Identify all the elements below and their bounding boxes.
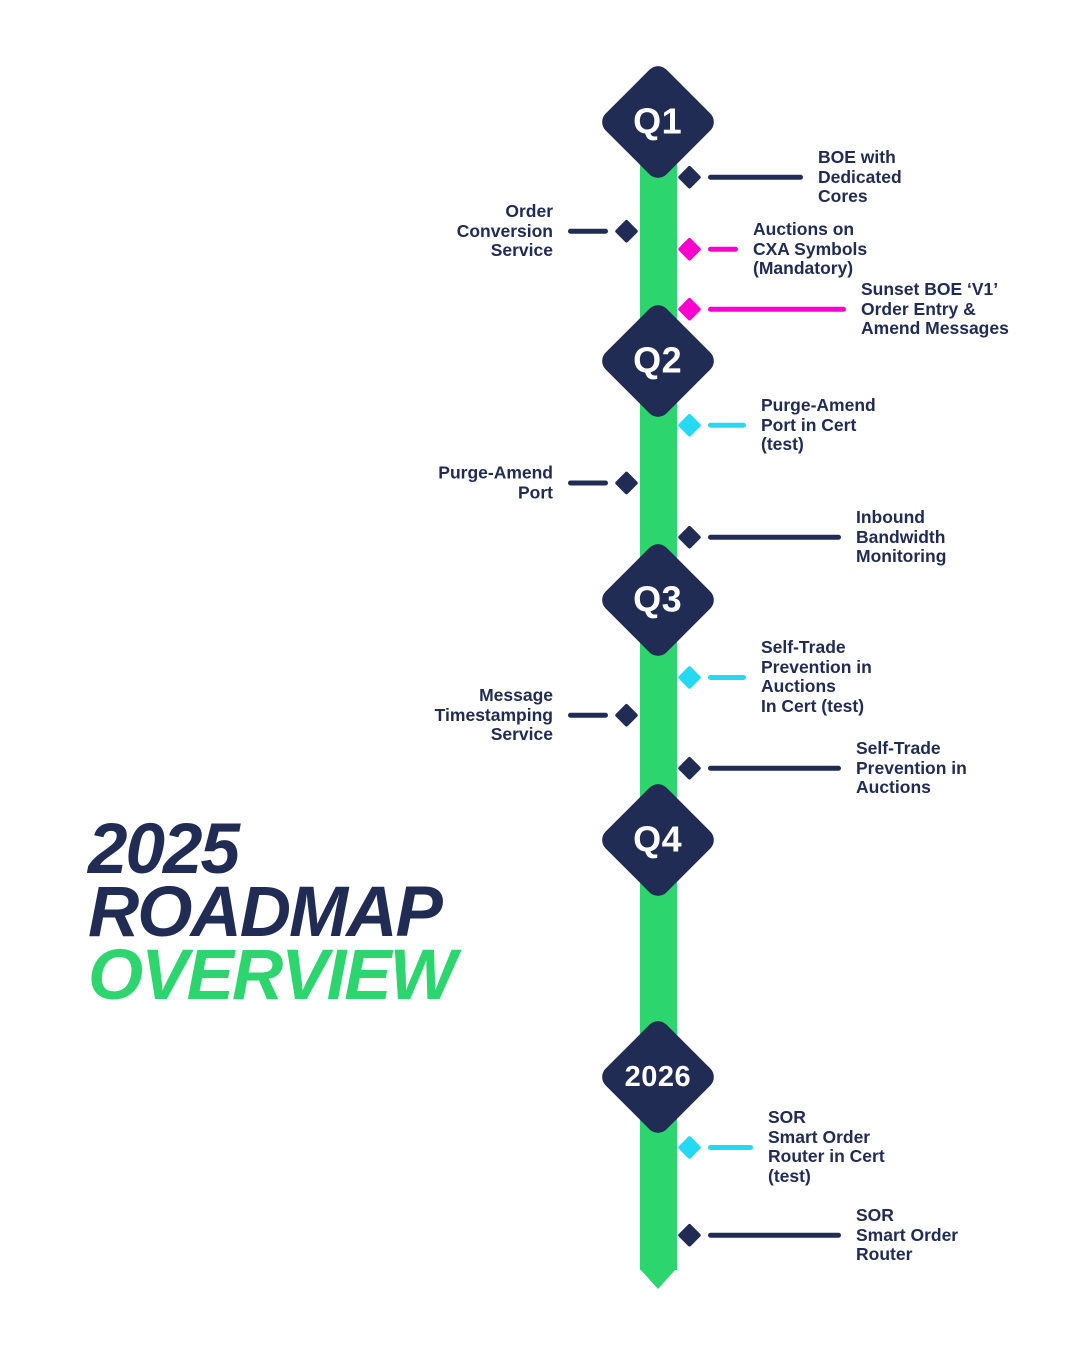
milestone-connector-line [708, 674, 746, 680]
milestone: Inbound Bandwidth Monitoring [677, 506, 947, 567]
milestone-connector-line [708, 306, 846, 312]
milestone: Self-Trade Prevention in Auctions In Cer… [677, 637, 872, 716]
milestone: Self-Trade Prevention in Auctions [677, 737, 967, 798]
milestone: Purge-Amend Port in Cert (test) [677, 394, 876, 455]
milestone-label: Purge-Amend Port in Cert (test) [761, 394, 876, 454]
page-title: 2025 ROADMAP OVERVIEW [88, 810, 457, 1015]
milestone: Message Timestamping Service [434, 684, 639, 745]
timeline-arrow-tip [640, 1269, 676, 1289]
milestone: Sunset BOE ‘V1’ Order Entry & Amend Mess… [677, 278, 1009, 339]
milestone-connector-line [708, 422, 746, 428]
milestone-label: BOE with Dedicated Cores [818, 146, 902, 206]
milestone: SOR Smart Order Router [677, 1204, 959, 1265]
quarter-marker: Q4 [597, 779, 719, 901]
milestone-label: Inbound Bandwidth Monitoring [856, 506, 947, 566]
milestone-connector-line [708, 246, 738, 252]
milestone-diamond-icon [677, 664, 702, 690]
milestone-label: SOR Smart Order Router [856, 1204, 959, 1264]
quarter-label: 2026 [624, 1060, 692, 1093]
milestone-connector-line [708, 1232, 841, 1238]
milestone: Order Conversion Service [456, 200, 639, 261]
milestone-diamond-icon [677, 755, 702, 781]
quarter-label: Q1 [633, 101, 683, 142]
milestone-diamond-icon [677, 236, 702, 262]
title-overview: OVERVIEW [88, 936, 457, 1015]
milestone-label: Auctions on CXA Symbols (Mandatory) [753, 218, 868, 278]
milestone-diamond-icon [677, 1134, 702, 1160]
milestone-label: Sunset BOE ‘V1’ Order Entry & Amend Mess… [861, 278, 1009, 338]
milestone: Purge-Amend Port [438, 462, 639, 503]
milestone-diamond-icon [677, 164, 702, 190]
milestone-diamond-icon [614, 218, 639, 244]
milestone-diamond-icon [677, 412, 702, 438]
milestone-connector-line [568, 712, 608, 718]
milestone-diamond-icon [677, 1222, 702, 1248]
quarter-label: Q4 [633, 819, 683, 860]
milestone-connector-line [708, 765, 841, 771]
quarter-label: Q3 [633, 579, 683, 620]
milestone-diamond-icon [677, 524, 702, 550]
milestone-connector-line [708, 534, 841, 540]
milestone-diamond-icon [614, 470, 639, 496]
milestone-label: SOR Smart Order Router in Cert (test) [768, 1107, 885, 1186]
title-year: 2025 [88, 810, 240, 889]
milestone-connector-line [708, 1144, 753, 1150]
milestone-connector-line [568, 480, 608, 486]
milestone-diamond-icon [677, 296, 702, 322]
milestone-diamond-icon [614, 702, 639, 728]
title-roadmap: ROADMAP [88, 873, 443, 952]
milestone-label: Self-Trade Prevention in Auctions In Cer… [761, 637, 872, 716]
milestone-label: Order Conversion Service [456, 200, 553, 260]
milestone-connector-line [708, 174, 803, 180]
milestone: SOR Smart Order Router in Cert (test) [677, 1107, 885, 1186]
quarter-label: Q2 [633, 340, 683, 381]
milestone: Auctions on CXA Symbols (Mandatory) [677, 218, 868, 279]
milestone: BOE with Dedicated Cores [677, 146, 902, 207]
milestone-label: Message Timestamping Service [434, 684, 553, 744]
milestone-label: Purge-Amend Port [438, 462, 553, 502]
milestone-connector-line [568, 228, 608, 234]
milestone-label: Self-Trade Prevention in Auctions [856, 737, 967, 797]
